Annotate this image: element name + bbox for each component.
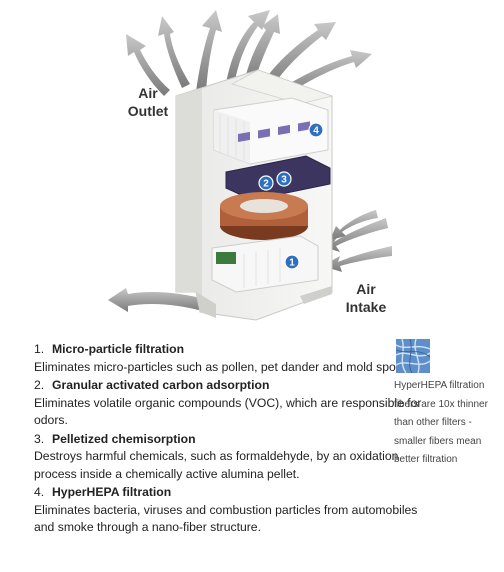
svg-text:3: 3 — [281, 175, 287, 186]
stage-markers: 1 2 3 4 — [258, 122, 324, 270]
svg-text:1: 1 — [289, 258, 295, 269]
air-purifier-diagram: 1 2 3 4 — [108, 10, 392, 321]
step-4: 4. HyperHEPA filtration Eliminates bacter… — [34, 484, 438, 537]
step-title: HyperHEPA filtration — [52, 485, 172, 499]
hyperhepa-fiber-image — [396, 339, 430, 373]
intake-arrow-right-3 — [330, 210, 378, 240]
marker-1: 1 — [284, 254, 300, 270]
outlet-arrow-3 — [244, 14, 280, 84]
air-intake-label-line-1: Air — [356, 281, 376, 297]
air-outlet-label-line-1: Air — [138, 85, 158, 101]
step-description: Eliminates micro-particles such as polle… — [34, 359, 417, 374]
intake-arrow-left — [108, 288, 208, 312]
step-2: 2. Granular activated carbon adsorption E… — [34, 377, 438, 430]
step-title: Granular activated carbon adsorption — [52, 378, 270, 392]
intake-arrow-right-2 — [322, 246, 392, 272]
step-number: 2. — [34, 378, 45, 392]
air-outlet-label: Air Outlet — [122, 84, 174, 120]
step-title: Pelletized chemisorption — [52, 431, 196, 446]
outlet-arrow-4 — [262, 22, 336, 88]
intake-arrows — [108, 210, 392, 312]
step-description: Destroys harmful chemicals, such as form… — [34, 449, 399, 481]
step-description: Eliminates volatile organic compounds (V… — [34, 395, 422, 428]
outlet-arrow-1 — [196, 10, 222, 92]
hyperhepa-filter — [213, 97, 329, 165]
svg-text:2: 2 — [263, 179, 269, 190]
step-number: 3. — [34, 431, 45, 446]
outlet-arrow-2 — [226, 10, 270, 86]
svg-text:4: 4 — [313, 126, 319, 137]
hyperhepa-sidebar: HyperHEPA filtration fibers are 10x thin… — [394, 339, 494, 470]
step-1: 1. Micro-particle filtration Eliminates m… — [34, 341, 438, 376]
step-number: 4. — [34, 485, 45, 499]
step-title: Micro-particle filtration — [52, 342, 185, 356]
air-intake-label-line-2: Intake — [345, 299, 387, 315]
air-outlet-label-line-2: Outlet — [127, 103, 169, 119]
air-intake-label: Air Intake — [340, 280, 392, 316]
fan-motor — [220, 192, 308, 240]
hyperhepa-sidebar-text: HyperHEPA filtration fibers are 10x thin… — [394, 380, 488, 465]
step-number: 1. — [34, 342, 45, 356]
outlet-arrow-7 — [158, 16, 190, 88]
pre-filter — [211, 235, 319, 293]
marker-4: 4 — [308, 122, 324, 138]
intake-arrow-right-1 — [320, 218, 388, 252]
step-description: Eliminates bacteria, viruses and combust… — [34, 502, 418, 535]
outlet-arrow-6 — [126, 34, 170, 96]
marker-2: 2 — [258, 175, 274, 191]
filtration-steps: 1. Micro-particle filtration Eliminates m… — [34, 341, 438, 538]
step-3: 3. Pelletized chemisorption Destroys harm… — [34, 431, 438, 484]
marker-3: 3 — [276, 171, 292, 187]
